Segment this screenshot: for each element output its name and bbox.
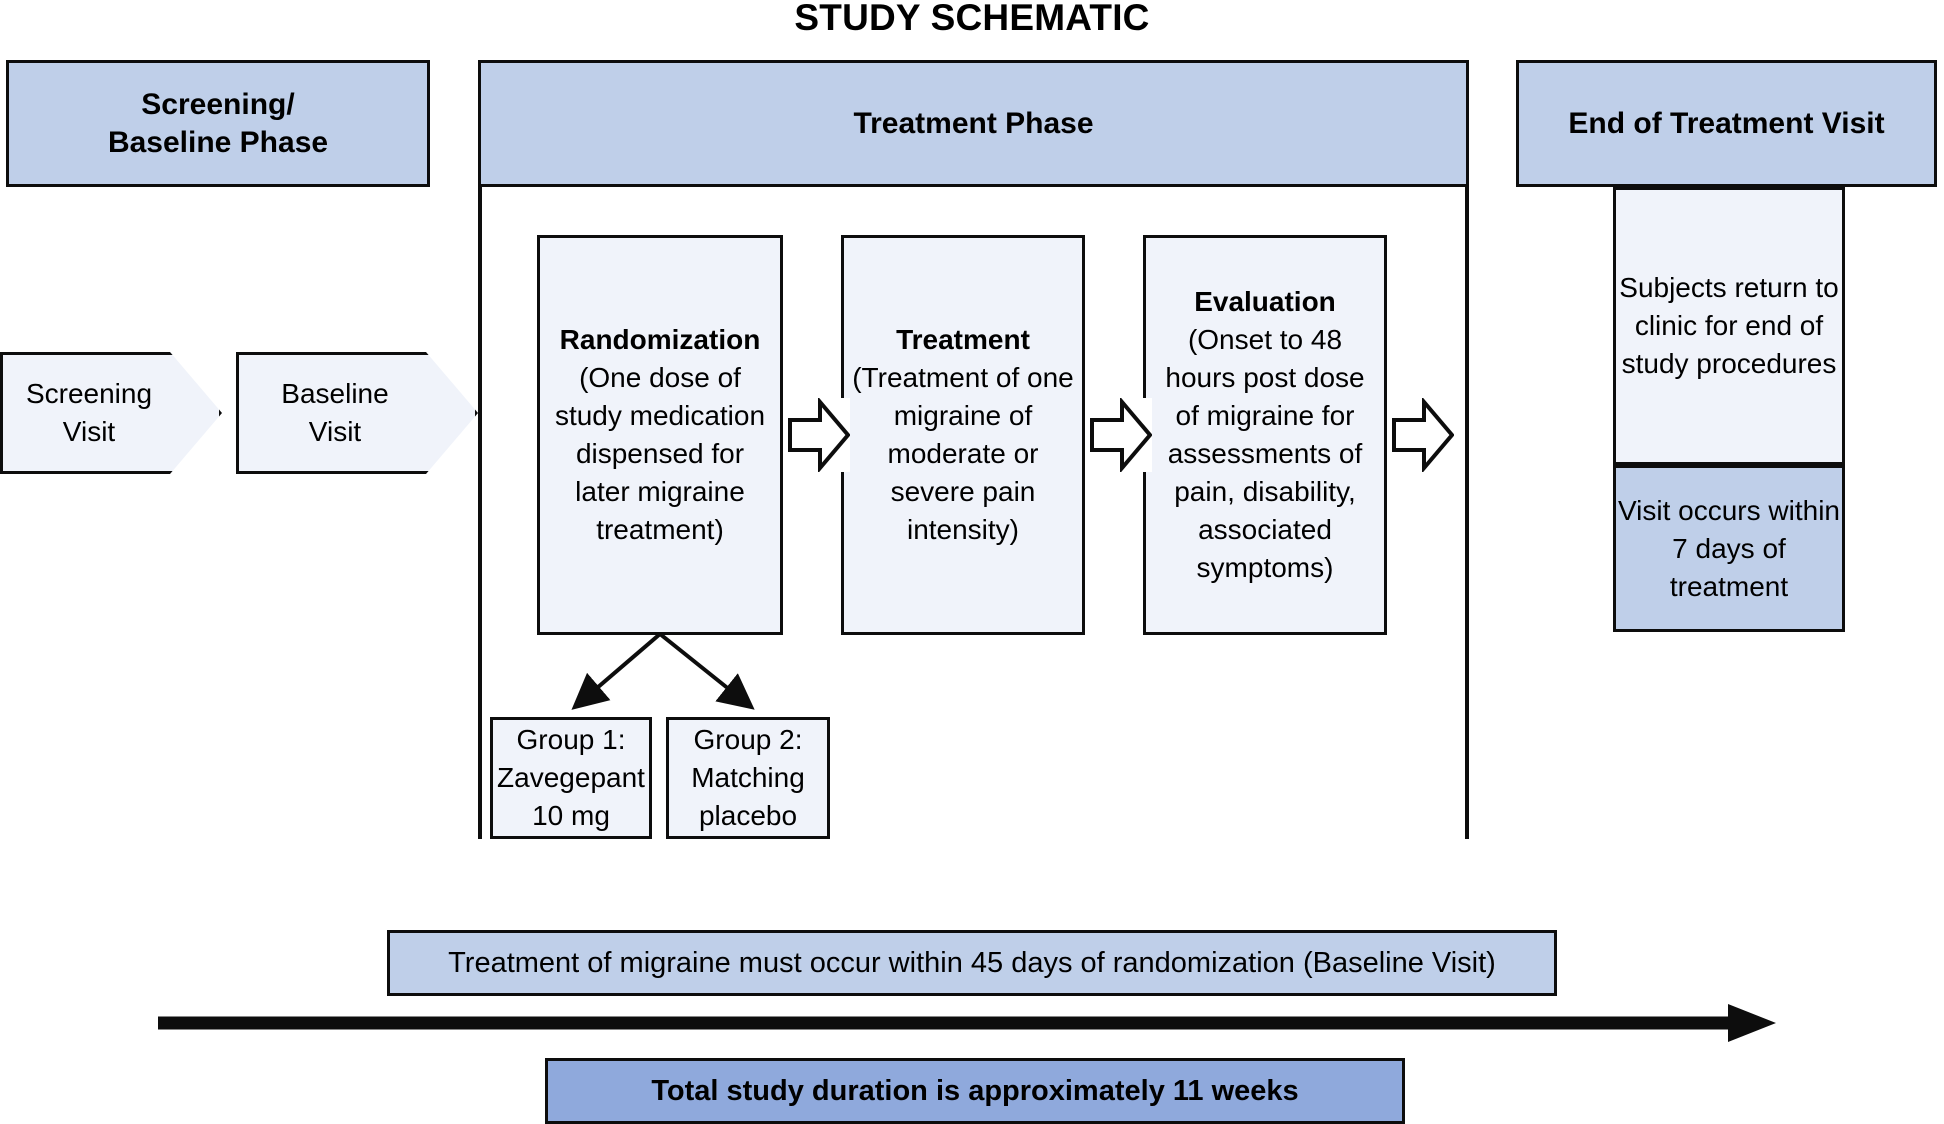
treatment-window-label: Treatment of migraine must occur within … bbox=[448, 946, 1496, 979]
total-duration-label: Total study duration is approximately 11… bbox=[651, 1074, 1299, 1107]
end-of-treatment-window-box: Visit occurs within 7 days of treatment bbox=[1613, 465, 1845, 632]
end-of-treatment-label: End of Treatment Visit bbox=[1568, 106, 1885, 140]
page-title: STUDY SCHEMATIC bbox=[794, 0, 1150, 38]
evaluation-detail: (Onset to 48 hours post dose of migraine… bbox=[1165, 324, 1365, 583]
screening-visit-chevron: Screening Visit bbox=[0, 352, 222, 474]
evaluation-title: Evaluation bbox=[1194, 286, 1336, 317]
treatment-phase-label: Treatment Phase bbox=[853, 106, 1094, 140]
treatment-phase-left-border bbox=[478, 184, 482, 839]
treatment-box: Treatment (Treatment of one migraine of … bbox=[841, 235, 1085, 635]
treatment-detail: (Treatment of one migraine of moderate o… bbox=[852, 362, 1074, 545]
end-of-treatment-procedures-box: Subjects return to clinic for end of stu… bbox=[1613, 187, 1845, 465]
treatment-window-bar: Treatment of migraine must occur within … bbox=[387, 930, 1557, 996]
group-1-label: Group 1: Zavegepant 10 mg bbox=[497, 724, 645, 831]
baseline-visit-chevron: Baseline Visit bbox=[236, 352, 478, 474]
screening-baseline-phase-banner: Screening/ Baseline Phase bbox=[6, 60, 430, 187]
treatment-phase-banner: Treatment Phase bbox=[478, 60, 1469, 187]
end-of-treatment-window-label: Visit occurs within 7 days of treatment bbox=[1617, 494, 1840, 602]
randomization-branch-arrows-icon bbox=[470, 630, 850, 725]
randomization-title: Randomization bbox=[559, 324, 761, 355]
randomization-box: Randomization (One dose of study medicat… bbox=[537, 235, 783, 635]
baseline-visit-line1: Baseline bbox=[281, 378, 389, 409]
flow-arrow-treatment-to-evaluation-icon bbox=[1090, 398, 1152, 472]
group-2-label: Group 2: Matching placebo bbox=[691, 724, 805, 831]
group-2-box: Group 2: Matching placebo bbox=[666, 717, 830, 839]
screening-visit-line2: Visit bbox=[62, 416, 116, 447]
baseline-visit-line2: Visit bbox=[308, 416, 362, 447]
screening-phase-label-line1: Screening/ bbox=[141, 87, 295, 121]
screening-visit-line1: Screening bbox=[25, 378, 153, 409]
flow-arrow-evaluation-to-end-icon bbox=[1392, 398, 1454, 472]
flow-arrow-randomization-to-treatment-icon bbox=[788, 398, 850, 472]
group-1-box: Group 1: Zavegepant 10 mg bbox=[490, 717, 652, 839]
screening-phase-label-line2: Baseline Phase bbox=[107, 125, 329, 159]
randomization-detail: (One dose of study medication dispensed … bbox=[554, 362, 766, 545]
treatment-phase-right-border bbox=[1465, 184, 1469, 839]
study-timeline-arrow-icon bbox=[158, 1002, 1778, 1044]
total-duration-bar: Total study duration is approximately 11… bbox=[545, 1058, 1405, 1124]
evaluation-box: Evaluation (Onset to 48 hours post dose … bbox=[1143, 235, 1387, 635]
end-of-treatment-visit-banner: End of Treatment Visit bbox=[1516, 60, 1937, 187]
treatment-title: Treatment bbox=[896, 324, 1030, 355]
end-of-treatment-procedures-label: Subjects return to clinic for end of stu… bbox=[1619, 272, 1839, 379]
